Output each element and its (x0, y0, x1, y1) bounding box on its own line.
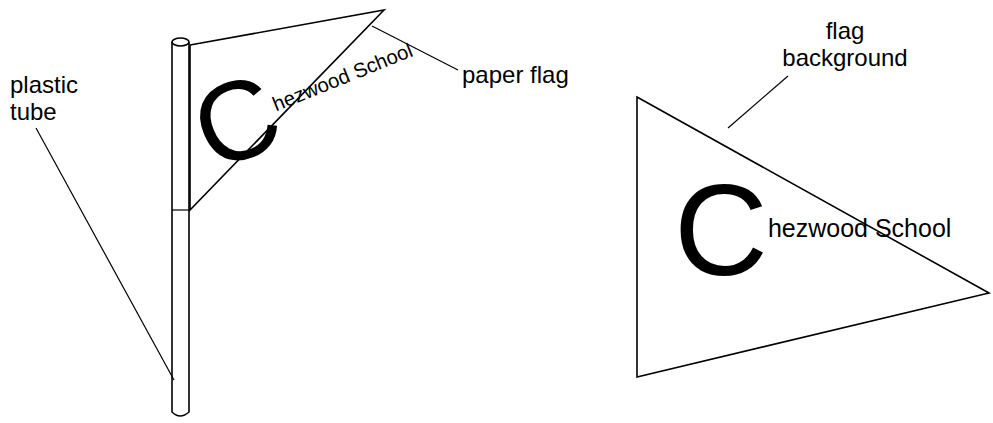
flag-shape (637, 97, 989, 377)
flag-seam (172, 209, 189, 210)
part-label: paper flag (462, 62, 569, 89)
leader-line (36, 128, 174, 380)
leader-line (728, 76, 788, 128)
tube-end (172, 38, 189, 46)
part-label: plastic tube (10, 72, 110, 126)
paper-flag: Chezwood School (636, 96, 991, 378)
paper-flag: Chezwood School (189, 9, 386, 211)
flag-text: Chezwood School (674, 178, 951, 282)
part-label: flag background (775, 18, 915, 72)
